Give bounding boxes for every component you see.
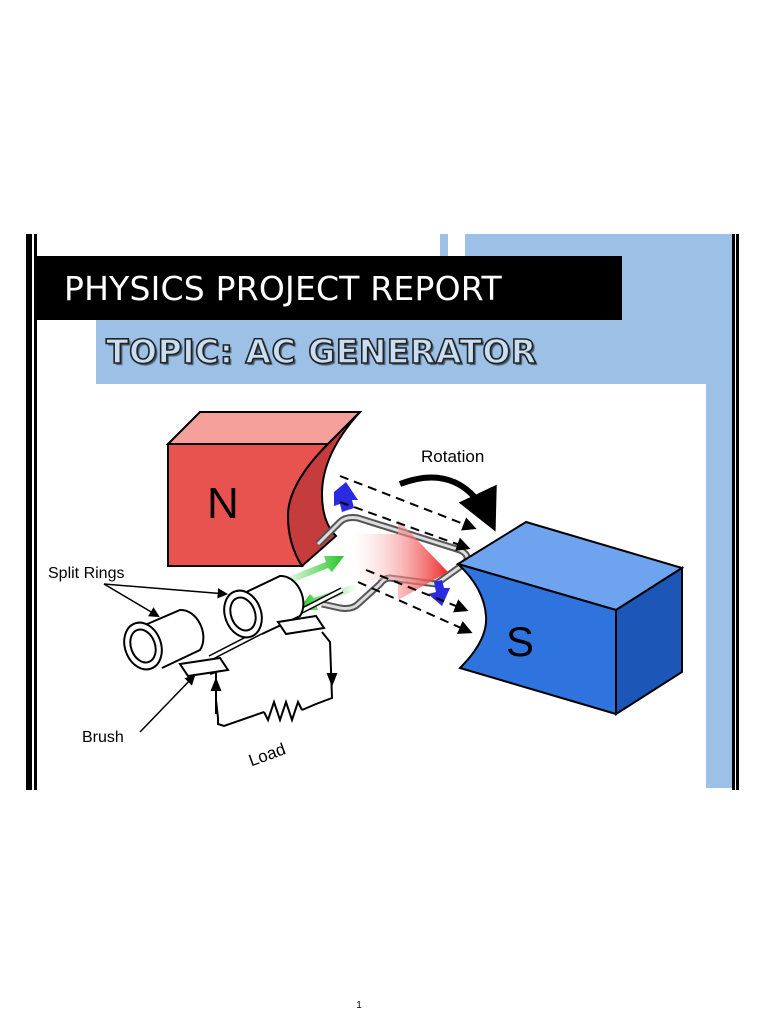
split-rings-label: Split Rings (48, 565, 124, 582)
right-frame-border (736, 234, 739, 790)
north-magnet: N (165, 411, 363, 568)
report-title: PHYSICS PROJECT REPORT (64, 268, 502, 308)
title-banner: PHYSICS PROJECT REPORT (36, 256, 622, 320)
ac-generator-diagram: N Rotation S (48, 411, 685, 770)
rotation-arrow (398, 474, 497, 532)
brush-label: Brush (82, 729, 124, 746)
report-topic: TOPIC: AC GENERATOR (105, 331, 537, 372)
split-ring-front (123, 608, 230, 678)
magnetic-field-lines (339, 475, 477, 634)
rotation-label: Rotation (421, 447, 484, 466)
north-pole-label: N (207, 479, 239, 528)
topic-band (96, 320, 718, 384)
motion-arrow-up (334, 482, 358, 512)
motion-arrow-down (428, 580, 450, 606)
circuit-wire (209, 631, 338, 728)
load-label: Load (246, 739, 288, 770)
page-number: 1 (356, 1000, 362, 1011)
south-magnet: S (455, 520, 685, 716)
left-frame-border (26, 234, 34, 790)
current-arrow-in (280, 556, 344, 586)
split-rings-pointer (103, 583, 229, 618)
force-arrow-red (350, 520, 448, 600)
brush-pointer (139, 674, 196, 733)
south-pole-label: S (506, 618, 534, 665)
split-ring-rear (223, 574, 326, 639)
